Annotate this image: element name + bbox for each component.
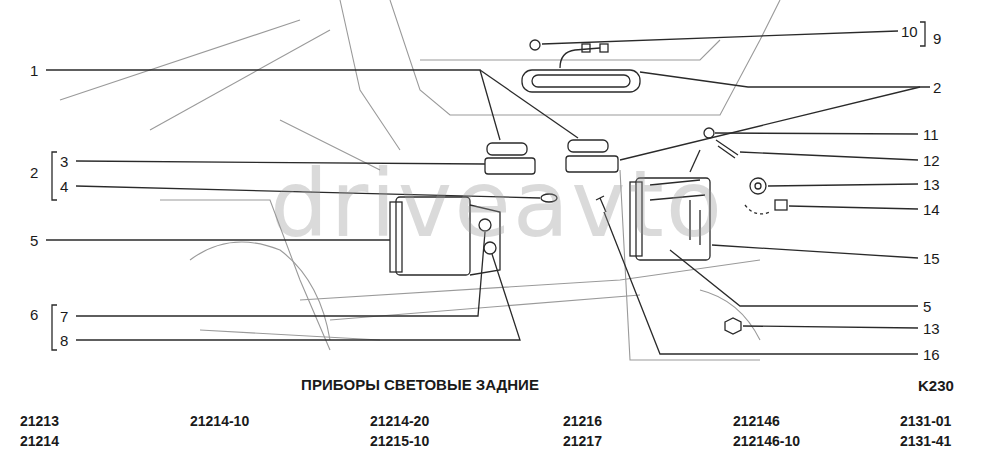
callout-number: 11 xyxy=(923,127,939,142)
title: ПРИБОРЫ СВЕТОВЫЕ ЗАДНИЕ xyxy=(301,377,539,392)
model-number: 2131-41 xyxy=(900,434,951,448)
callout-number: 8 xyxy=(60,333,68,348)
model-number: 21214 xyxy=(20,434,59,448)
model-number: 212146-10 xyxy=(733,434,800,448)
callout-number: 1 xyxy=(30,63,38,78)
callout-number: 13 xyxy=(923,177,940,192)
callout-number: 9 xyxy=(933,31,941,46)
model-number: 212146 xyxy=(733,414,780,428)
callout-number: 14 xyxy=(923,202,940,217)
model-number: 21213 xyxy=(20,414,59,428)
callout-number: 5 xyxy=(30,233,38,248)
callout-number: 10 xyxy=(901,24,918,39)
callout-number: 4 xyxy=(60,179,68,194)
callout-number: 2 xyxy=(933,80,941,95)
callout-number: 15 xyxy=(923,251,940,266)
callout-number: 7 xyxy=(60,309,68,324)
drawing-code: K230 xyxy=(918,378,954,393)
callout-number: 5 xyxy=(923,299,931,314)
model-number: 21216 xyxy=(563,414,602,428)
callout-number: 16 xyxy=(923,347,940,362)
model-number: 21215-10 xyxy=(370,434,429,448)
callout-number: 6 xyxy=(30,307,38,322)
callout-number: 12 xyxy=(923,153,940,168)
model-number: 21217 xyxy=(563,434,602,448)
model-number: 21214-10 xyxy=(190,414,249,428)
model-number: 2131-01 xyxy=(900,414,951,428)
model-number: 21214-20 xyxy=(370,414,429,428)
callout-number: 3 xyxy=(60,154,68,169)
callout-number: 13 xyxy=(923,321,940,336)
watermark: driveavto xyxy=(270,159,724,251)
callout-number: 2 xyxy=(30,165,38,180)
